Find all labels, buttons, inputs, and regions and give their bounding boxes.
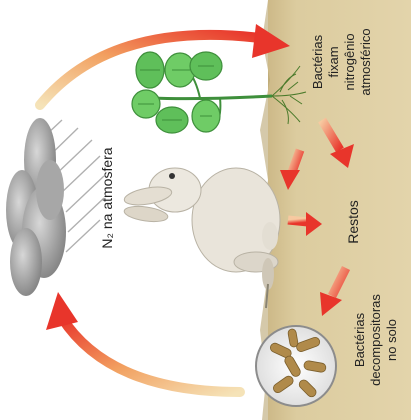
cycle-arrow-bottom-icon — [46, 292, 240, 392]
rabbit-icon — [123, 168, 280, 308]
bacteria-circle-icon — [256, 326, 336, 406]
label-remains-group: Restos — [345, 200, 361, 244]
label-fixing-bacteria-line3: nitrogênio — [342, 33, 357, 90]
label-fixing-bacteria-line4: atmosférico — [358, 28, 373, 95]
label-decomposer-line2: decompositoras — [368, 294, 383, 386]
label-atmosphere-group: N₂ na atmosfera — [99, 147, 115, 248]
label-fixing-bacteria-line2: fixam — [326, 46, 341, 77]
label-decomposer-line1: Bactérias — [352, 312, 367, 367]
cycle-arrow-top-icon — [40, 24, 290, 105]
label-remains: Restos — [345, 200, 361, 244]
cloud-icon — [6, 118, 104, 296]
label-atmosphere: N₂ na atmosfera — [99, 147, 115, 248]
label-decomposer-line3: no solo — [384, 319, 399, 361]
label-fixing-bacteria-line1: Bactérias — [310, 34, 325, 89]
label-fixing-bacteria-group: Bactérias fixam nitrogênio atmosférico — [310, 28, 373, 95]
